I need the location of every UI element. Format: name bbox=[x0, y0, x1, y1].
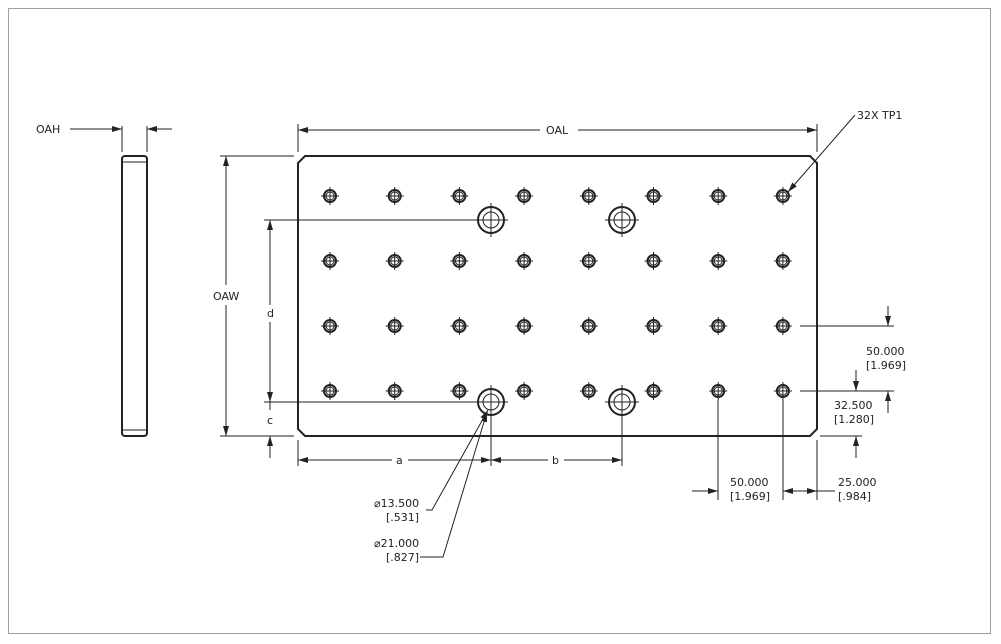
pitch-h-inch: [1.969] bbox=[730, 490, 770, 503]
tapped-hole bbox=[579, 382, 598, 400]
tapped-hole bbox=[385, 187, 404, 205]
tapped-hole bbox=[450, 187, 469, 205]
oal-label: OAL bbox=[546, 124, 569, 137]
small-dia-leader bbox=[426, 409, 489, 511]
edge-v-value: 32.500 bbox=[834, 399, 873, 412]
tapped-hole bbox=[773, 252, 792, 270]
tapped-hole bbox=[644, 187, 663, 205]
tapped-hole bbox=[321, 252, 339, 270]
d-label: d bbox=[267, 307, 274, 320]
side-view bbox=[70, 126, 172, 437]
small-dia-value: ⌀13.500 bbox=[374, 497, 419, 510]
tapped-hole bbox=[450, 317, 469, 335]
bottom-dimensions bbox=[692, 400, 835, 500]
tapped-hole bbox=[515, 187, 534, 205]
c-label: c bbox=[267, 414, 273, 427]
hole-grid bbox=[321, 187, 792, 419]
tapped-hole bbox=[321, 382, 339, 400]
pitch-v-value: 50.000 bbox=[866, 345, 905, 358]
tp-callout: 32X TP1 bbox=[857, 109, 902, 122]
oal-dimension bbox=[297, 124, 818, 152]
oaw-label: OAW bbox=[213, 290, 239, 303]
large-dia-leader bbox=[420, 411, 488, 558]
tapped-hole bbox=[644, 317, 663, 335]
tapped-hole bbox=[709, 187, 728, 205]
counterbore-hole bbox=[605, 203, 639, 237]
pitch-h-value: 50.000 bbox=[730, 476, 769, 489]
tapped-hole bbox=[450, 252, 469, 270]
edge-v-inch: [1.280] bbox=[834, 413, 874, 426]
pitch-v-inch: [1.969] bbox=[866, 359, 906, 372]
tapped-hole bbox=[579, 317, 598, 335]
tapped-hole bbox=[709, 317, 728, 335]
edge-h-value: 25.000 bbox=[838, 476, 877, 489]
tapped-hole bbox=[644, 382, 663, 400]
tapped-hole bbox=[450, 382, 469, 400]
tapped-hole bbox=[385, 382, 404, 400]
plate-outline bbox=[297, 155, 818, 437]
tapped-hole bbox=[773, 382, 792, 400]
tapped-hole bbox=[321, 187, 339, 205]
tapped-hole bbox=[579, 187, 598, 205]
d-c-dimensions bbox=[264, 219, 480, 458]
right-dimensions bbox=[800, 306, 894, 458]
a-b-dimensions bbox=[297, 402, 623, 466]
tapped-hole bbox=[321, 317, 339, 335]
tapped-hole bbox=[773, 317, 792, 335]
tp-leader bbox=[787, 114, 856, 193]
a-label: a bbox=[396, 454, 403, 467]
tapped-hole bbox=[709, 252, 728, 270]
tapped-hole bbox=[644, 252, 663, 270]
large-dia-inch: [.827] bbox=[386, 551, 419, 564]
oah-label: OAH bbox=[36, 123, 60, 136]
tapped-hole bbox=[773, 187, 792, 205]
tapped-hole bbox=[515, 382, 534, 400]
small-dia-inch: [.531] bbox=[386, 511, 419, 524]
tapped-hole bbox=[515, 317, 534, 335]
tapped-hole bbox=[709, 382, 728, 400]
edge-h-inch: [.984] bbox=[838, 490, 871, 503]
sheet-border bbox=[8, 8, 991, 634]
tapped-hole bbox=[385, 252, 404, 270]
b-label: b bbox=[552, 454, 559, 467]
tapped-hole bbox=[579, 252, 598, 270]
large-dia-value: ⌀21.000 bbox=[374, 537, 419, 550]
tapped-hole bbox=[385, 317, 404, 335]
oaw-dimension bbox=[220, 155, 294, 437]
tapped-hole bbox=[515, 252, 534, 270]
